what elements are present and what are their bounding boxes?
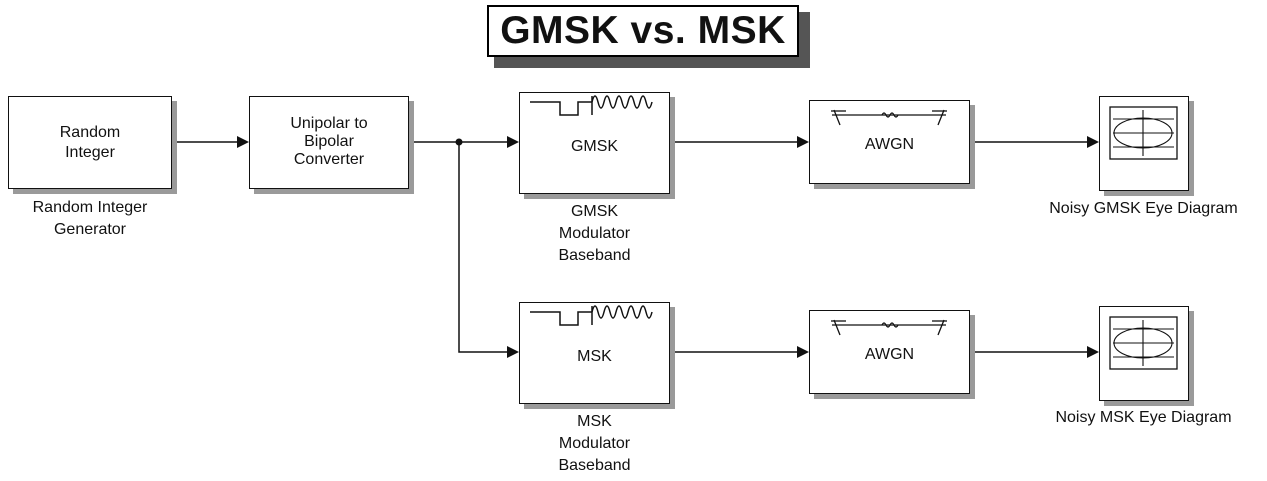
caption-line: Generator	[53, 221, 127, 238]
caption-line: Modulator	[558, 225, 631, 242]
arrow-icon	[797, 136, 809, 148]
msk-eye-caption: Noisy MSK Eye Diagram	[1055, 409, 1232, 426]
random-integer-line1: Random	[59, 124, 121, 141]
arrow-icon	[507, 346, 519, 358]
branch-point	[455, 138, 463, 146]
gmsk-eye-diagram-scope[interactable]	[1099, 96, 1189, 191]
awgn-channel-icon	[831, 109, 947, 126]
msk-eye-diagram-scope[interactable]	[1099, 306, 1189, 401]
eye-diagram-scope-icon	[1109, 106, 1178, 160]
awgn-channel-block-top[interactable]: AWGN	[809, 100, 970, 184]
random-integer-caption: Random Integer Generator	[0, 197, 180, 241]
unipolar-bipolar-block[interactable]: Unipolar to Bipolar Converter	[249, 96, 409, 189]
caption-line: Modulator	[558, 435, 631, 452]
gmsk-eye-caption: Noisy GMSK Eye Diagram	[1049, 200, 1238, 217]
gmsk-label: GMSK	[570, 138, 619, 155]
unipolar-line1: Unipolar to	[290, 115, 368, 132]
wire-branch-to-msk	[458, 142, 507, 353]
awgn-label: AWGN	[864, 346, 915, 363]
arrow-icon	[1087, 136, 1099, 148]
gmsk-modulator-caption: GMSK Modulator Baseband	[519, 201, 670, 267]
awgn-label: AWGN	[864, 136, 915, 153]
diagram-title: GMSK vs. MSK	[487, 5, 799, 57]
eye-diagram-scope-icon	[1109, 316, 1178, 370]
msk-modulator-caption: MSK Modulator Baseband	[519, 411, 670, 477]
awgn-channel-icon	[831, 319, 947, 336]
msk-modulator-block[interactable]: MSK	[519, 302, 670, 404]
caption-line: GMSK	[570, 203, 619, 220]
caption-line: MSK	[577, 413, 612, 430]
arrow-icon	[797, 346, 809, 358]
caption-line: Random Integer	[32, 199, 148, 216]
modulator-waveform-icon	[530, 305, 653, 326]
arrow-icon	[507, 136, 519, 148]
arrow-icon	[237, 136, 249, 148]
random-integer-line2: Integer	[65, 144, 115, 161]
caption-line: Baseband	[558, 457, 631, 474]
caption-line: Baseband	[558, 247, 631, 264]
unipolar-line3: Converter	[293, 151, 365, 168]
modulator-waveform-icon	[530, 95, 653, 116]
gmsk-modulator-block[interactable]: GMSK	[519, 92, 670, 194]
awgn-channel-block-bottom[interactable]: AWGN	[809, 310, 970, 394]
random-integer-block[interactable]: Random Integer	[8, 96, 172, 189]
msk-label: MSK	[577, 348, 612, 365]
unipolar-line2: Bipolar	[304, 133, 354, 150]
arrow-icon	[1087, 346, 1099, 358]
